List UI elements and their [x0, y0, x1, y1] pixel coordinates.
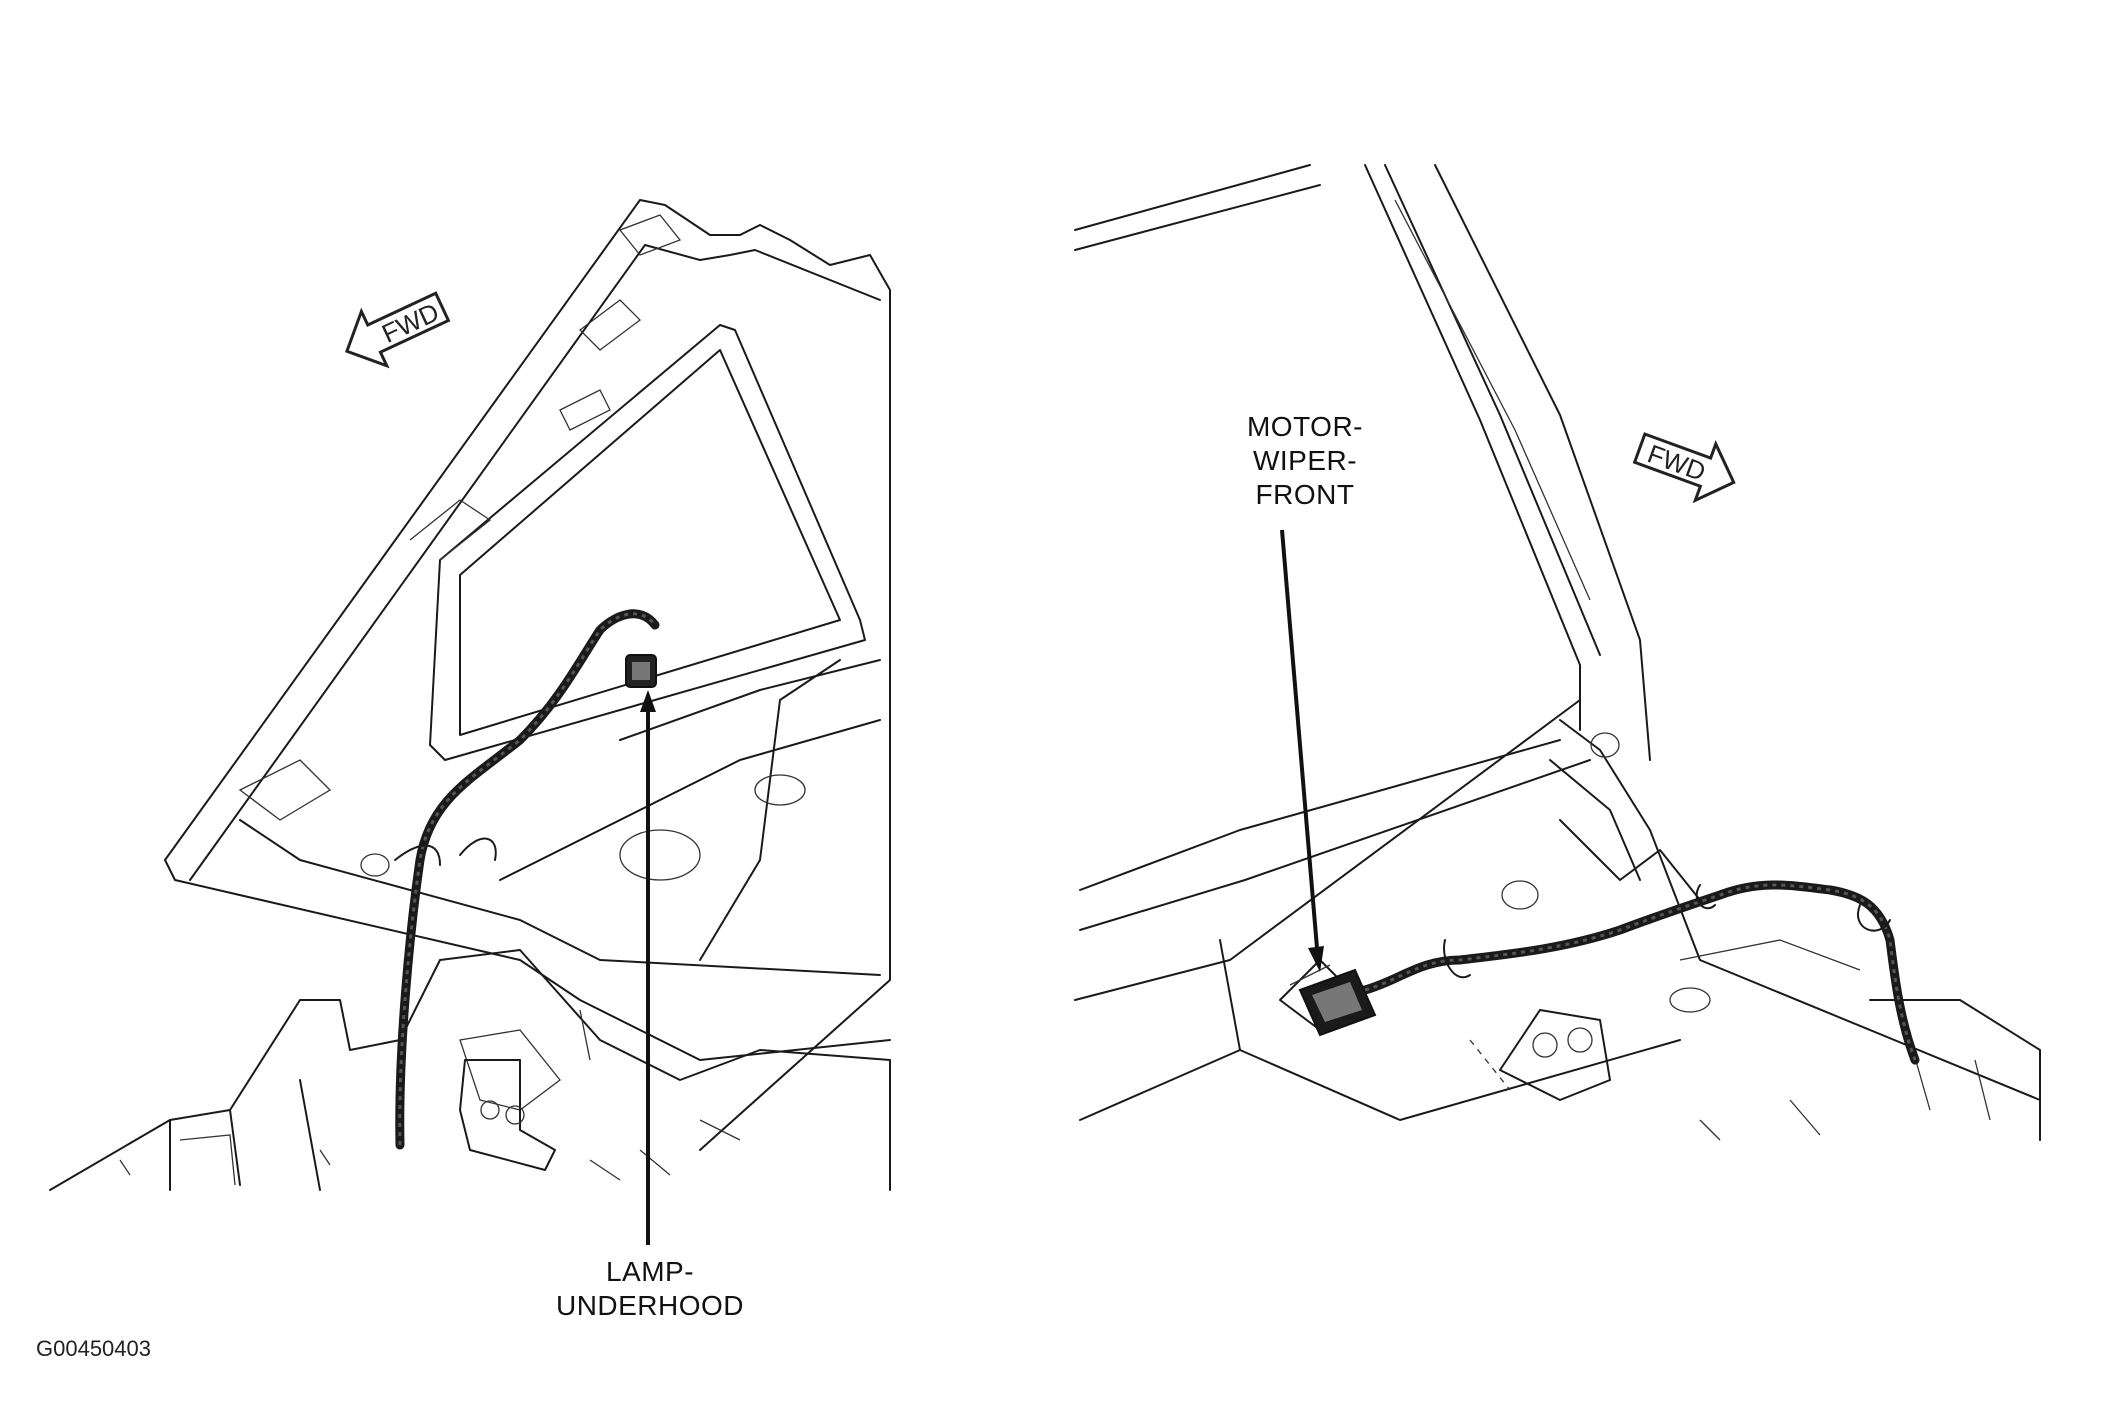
- right-fwd-text: FWD: [1644, 438, 1710, 486]
- figure-code: G00450403: [36, 1336, 151, 1361]
- left-fwd-arrow-icon: FWD: [344, 291, 451, 369]
- motor-callout-line-3: FRONT: [1255, 479, 1355, 510]
- motor-callout-leader: [1280, 529, 1324, 972]
- left-panel-hood-illustration: [49, 199, 891, 1191]
- motor-callout-line-2: WIPER-: [1252, 445, 1358, 476]
- right-panel-cowl-illustration: [1074, 164, 2041, 1141]
- lamp-callout-leader: [640, 690, 656, 1245]
- lamp-callout-line-2: UNDERHOOD: [555, 1290, 745, 1321]
- motor-wiper-front-callout: MOTOR- WIPER- FRONT: [1190, 410, 1420, 512]
- lamp-underhood-callout: LAMP- UNDERHOOD: [550, 1255, 750, 1323]
- right-fwd-arrow-icon: FWD: [1632, 432, 1736, 504]
- lamp-callout-line-1: LAMP-: [605, 1256, 695, 1287]
- motor-callout-line-1: MOTOR-: [1246, 411, 1364, 442]
